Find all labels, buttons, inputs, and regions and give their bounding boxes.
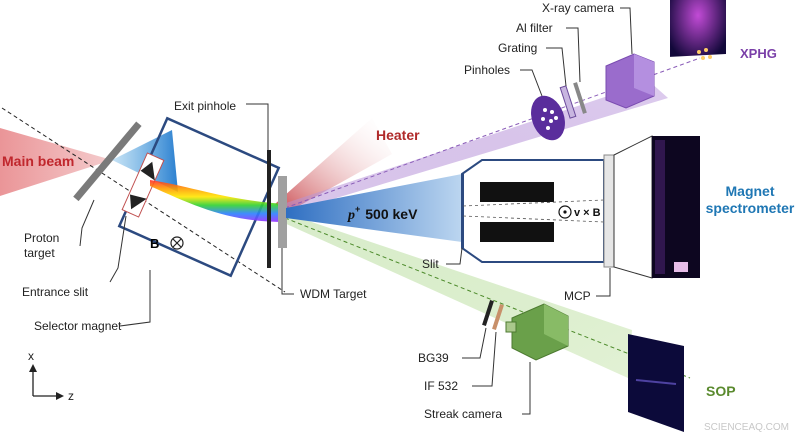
proton-energy-label: p+500 keV (347, 204, 418, 223)
sop-signal-trace (635, 379, 677, 385)
mcp-plate (603, 154, 615, 268)
proton-target (73, 121, 142, 202)
main-beam-label: Main beam (2, 153, 74, 169)
wdm-target-label: WDM Target (300, 287, 367, 301)
heater-label: Heater (376, 127, 420, 143)
pinhole-holes (541, 108, 558, 130)
spectrometer-signal-spot (674, 262, 688, 272)
al-filter (573, 82, 587, 114)
grating-leader (546, 47, 567, 87)
pinholes-label: Pinholes (464, 63, 510, 77)
spectrometer-signal-band (655, 140, 665, 274)
xray-camera-label: X-ray camera (542, 1, 614, 15)
magnet-field-label: B (150, 236, 159, 251)
selector-magnet-leader (119, 270, 151, 327)
wdm-target (278, 176, 287, 248)
selector-magnet-label: Selector magnet (34, 319, 122, 333)
field-out-of-page-dot (563, 210, 567, 214)
axis-x-label: x (28, 349, 34, 363)
if532-filter (492, 304, 504, 330)
dispersed-proton-spectrum (150, 180, 285, 222)
axis-z-arrowhead (56, 392, 64, 400)
streak-camera-lens (505, 321, 517, 333)
bg39-label: BG39 (418, 351, 449, 365)
sop-beam-axis (284, 217, 691, 379)
entrance-slit-leader (109, 215, 127, 283)
spectrometer-magnet-lower (480, 222, 554, 242)
grating-label: Grating (498, 41, 537, 55)
grating (559, 85, 577, 119)
xray-camera-face (634, 54, 654, 96)
vxb-label: v × B (574, 207, 601, 219)
mcp-label: MCP (564, 289, 591, 303)
streak-camera-leader (522, 362, 531, 415)
entrance-slit-upper (140, 161, 155, 181)
field-into-page-icon-x2 (172, 238, 182, 248)
pinholes-plate (531, 95, 565, 141)
streak-camera-face (544, 304, 568, 346)
heater-beam (275, 118, 392, 212)
entrance-slit-lower (129, 194, 147, 210)
spectrometer-magnet-upper (480, 182, 554, 202)
mcp-leader (596, 268, 611, 297)
mcp-projection (613, 135, 653, 279)
al-filter-leader (566, 27, 581, 83)
xphg-label: XPHG (740, 46, 777, 61)
entrance-slit-label: Entrance slit (22, 285, 89, 299)
axis-x-arrowhead (29, 364, 37, 372)
pinholes-leader (520, 69, 543, 97)
xphg-detector-image (670, 0, 726, 57)
axis-z-label: z (68, 389, 74, 403)
exit-pinhole-plate (267, 150, 271, 268)
slit-label: Slit (422, 257, 439, 271)
exit-pinhole-label: Exit pinhole (174, 99, 236, 113)
al-filter-label: Al filter (516, 21, 553, 35)
if532-leader (472, 331, 497, 387)
if532-label: IF 532 (424, 379, 458, 393)
exit-pinhole-leader (246, 103, 269, 150)
main-beam-cone (0, 128, 112, 196)
watermark: SCIENCEAQ.COM (704, 422, 789, 433)
proton-beam (286, 174, 462, 242)
wdm-target-leader (281, 248, 294, 295)
sop-label: SOP (706, 383, 736, 399)
proton-target-leader (79, 199, 95, 247)
slit-leader (446, 247, 463, 265)
xphg-spots (697, 48, 712, 60)
field-into-page-icon (170, 236, 184, 250)
xray-camera-leader (620, 7, 633, 55)
bg39-filter (482, 300, 494, 326)
bg39-leader (462, 327, 487, 359)
streak-camera-label: Streak camera (424, 407, 502, 421)
